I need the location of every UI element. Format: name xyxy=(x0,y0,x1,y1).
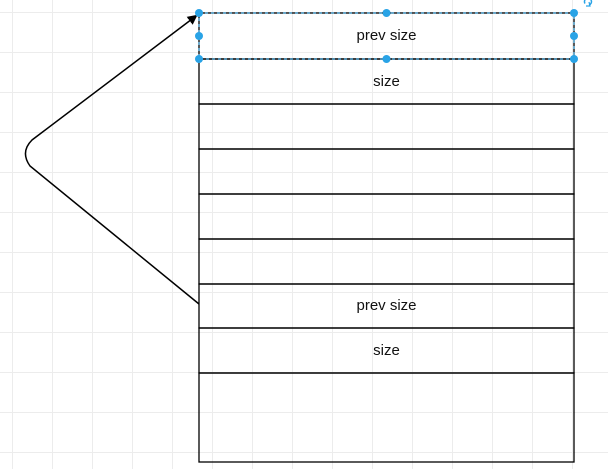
cell-empty-bottom[interactable] xyxy=(198,372,575,463)
cell-label: prev size xyxy=(356,27,416,44)
selection-overlay xyxy=(195,0,593,63)
cell-label: size xyxy=(373,73,400,90)
cell-size-bottom[interactable]: size xyxy=(198,327,575,374)
cell-empty-2[interactable] xyxy=(198,148,575,195)
resize-handle-top-right[interactable] xyxy=(570,9,578,17)
resize-handle-top-left[interactable] xyxy=(195,9,203,17)
resize-handle-right[interactable] xyxy=(570,32,578,40)
cell-prev-size-bottom[interactable]: prev size xyxy=(198,283,575,329)
cell-stack: prev size size prev size size xyxy=(198,12,575,463)
cell-empty-3[interactable] xyxy=(198,193,575,240)
cell-empty-1[interactable] xyxy=(198,103,575,150)
resize-handle-top[interactable] xyxy=(382,9,391,17)
connector-arrow[interactable] xyxy=(24,14,200,305)
cell-prev-size-top[interactable]: prev size xyxy=(198,12,575,60)
cell-label: prev size xyxy=(356,297,416,314)
resize-handle-bottom-right[interactable] xyxy=(570,55,578,63)
resize-handle-bottom[interactable] xyxy=(382,55,391,63)
cell-empty-4[interactable] xyxy=(198,238,575,285)
cell-label: size xyxy=(373,342,400,359)
resize-handle-left[interactable] xyxy=(195,32,203,40)
cell-size-top[interactable]: size xyxy=(198,58,575,105)
resize-handle-bottom-left[interactable] xyxy=(195,55,203,63)
rotate-handle-icon[interactable] xyxy=(583,0,593,7)
